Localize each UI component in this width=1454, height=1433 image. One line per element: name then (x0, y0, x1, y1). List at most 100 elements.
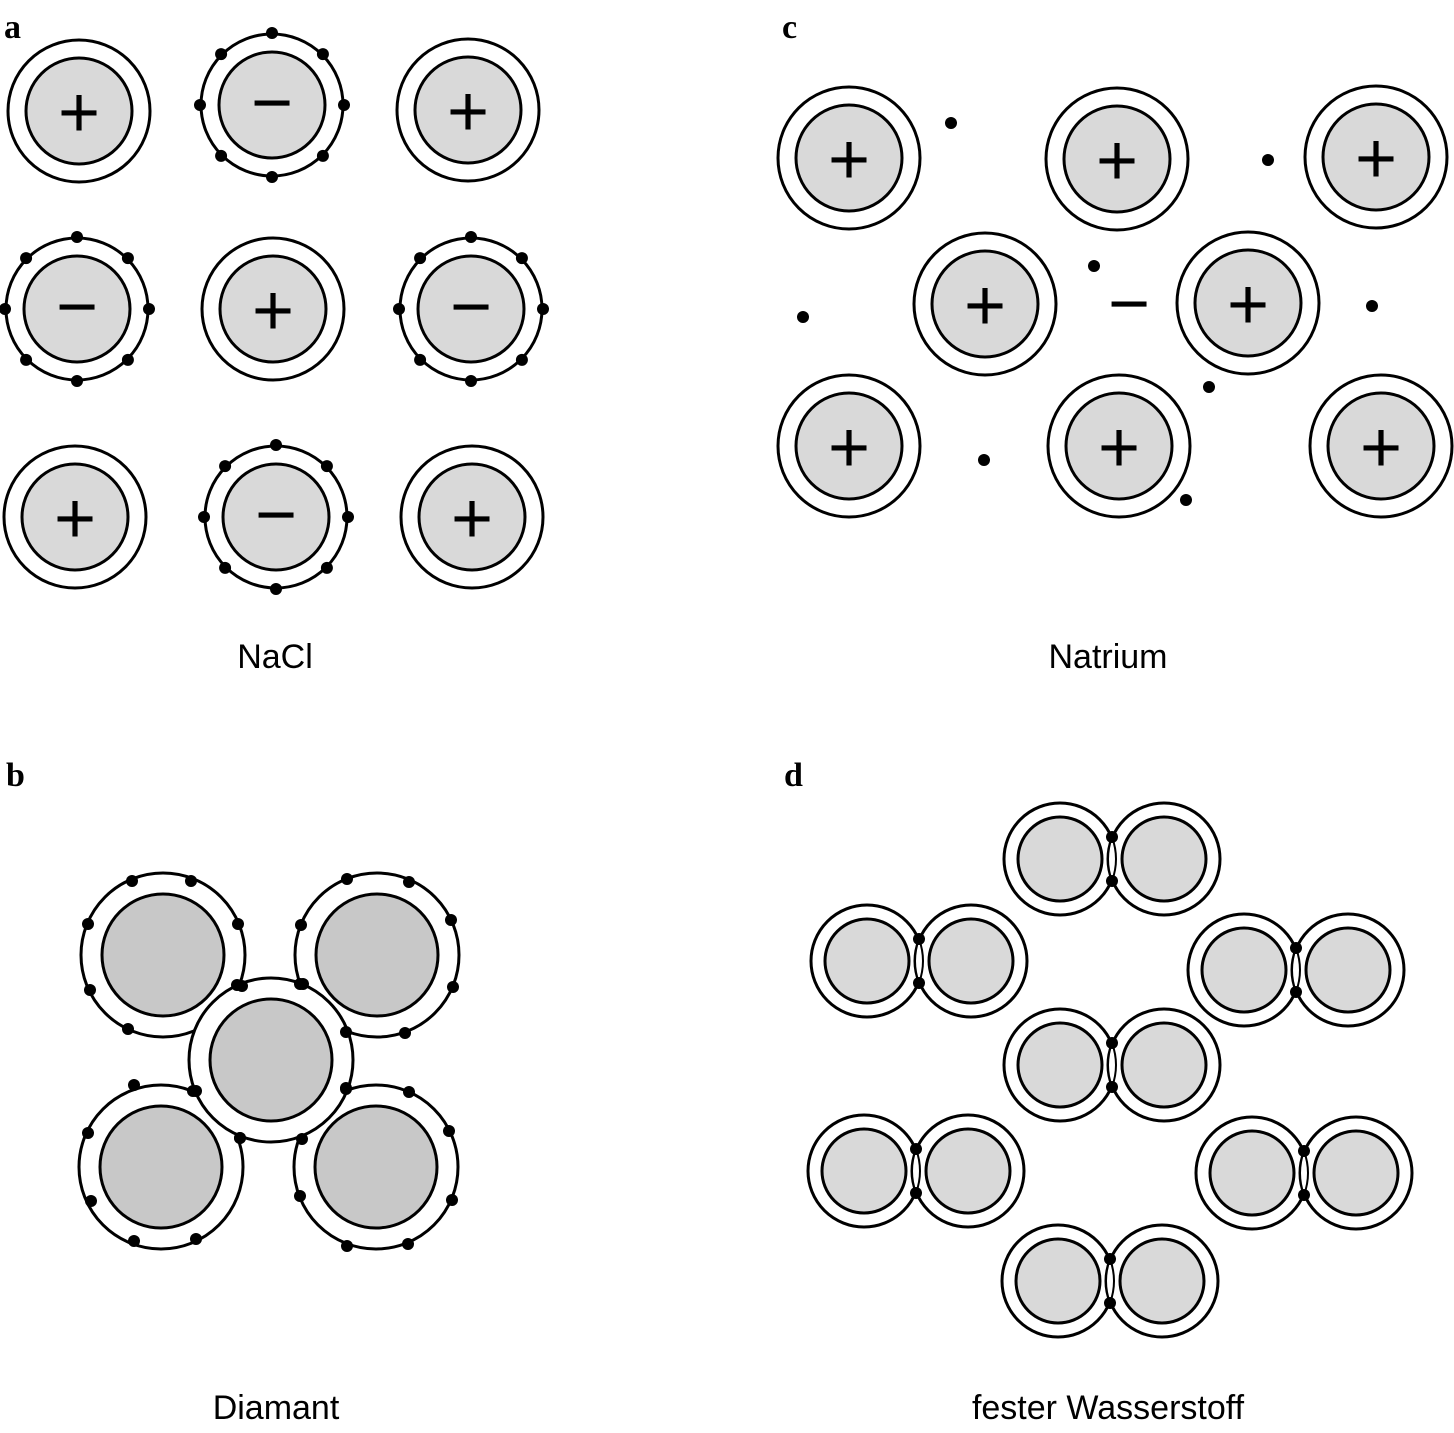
free-electron-dot (978, 454, 990, 466)
valence-electron-dot (414, 252, 427, 265)
hydrogen-atom-core (1016, 815, 1104, 903)
plus-sign: + (1355, 119, 1397, 199)
plus-sign: + (1098, 408, 1140, 488)
shared-electron-dot (1290, 986, 1302, 998)
hydrogen-molecule (1002, 1007, 1222, 1123)
hydrogen-atom-core (1120, 815, 1208, 903)
valence-electron-dot (266, 171, 278, 183)
ion-core (1321, 102, 1431, 212)
valence-electron-dot (71, 231, 83, 243)
caption-natrium: Natrium (1048, 638, 1167, 676)
valence-electron-dot (215, 149, 228, 162)
cation-sodium: + (399, 444, 545, 590)
ion-core (413, 55, 523, 165)
valence-electron-dot (215, 48, 228, 61)
cation-sodium: + (2, 444, 148, 590)
cation-sodium: + (200, 236, 346, 382)
valence-electron-dot (338, 99, 350, 111)
shared-electron-dot (1104, 1253, 1116, 1265)
ion-core (24, 56, 134, 166)
shared-electron-dot (910, 1143, 922, 1155)
valence-electron-dot (445, 914, 457, 926)
minus-sign: − (450, 267, 492, 347)
hydrogen-atom-core (927, 917, 1015, 1005)
hydrogen-molecule (1002, 801, 1222, 917)
ion-core (221, 462, 331, 572)
valence-electron-dot (121, 252, 134, 265)
valence-electron-dot (515, 252, 528, 265)
valence-electron-dot (341, 1240, 353, 1252)
valence-electron-dot (295, 919, 307, 931)
valence-electron-dot (320, 460, 333, 473)
minus-sign: − (56, 267, 98, 347)
valence-electron-dot (143, 303, 155, 315)
shared-electron-dot (1106, 1037, 1118, 1049)
bond-overlap (1299, 1148, 1309, 1198)
valence-electron-dot (446, 1194, 458, 1206)
hydrogen-molecule (806, 1113, 1026, 1229)
valence-electron-dot (82, 1127, 94, 1139)
shared-electron-dot (1290, 942, 1302, 954)
valence-electron-dot (465, 375, 477, 387)
hydrogen-atom-core (1208, 1129, 1296, 1217)
shared-electron-dot (234, 1132, 246, 1144)
carbon-atom-core (313, 1104, 439, 1230)
ion-core (794, 103, 904, 213)
valence-electron-dot (393, 303, 405, 315)
valence-electron-dot (399, 1027, 411, 1039)
shared-electron-dot (1106, 831, 1118, 843)
shared-electron-dot (1298, 1189, 1310, 1201)
valence-electron-dot (414, 353, 427, 366)
valence-electron-dot (0, 303, 11, 315)
hydrogen-atom-core (823, 917, 911, 1005)
free-electron-dot (1262, 154, 1274, 166)
panel-letter-a: a (4, 9, 21, 46)
ion-core (1193, 248, 1303, 358)
valence-electron-dot (121, 353, 134, 366)
hydrogen-molecule (1186, 912, 1406, 1028)
shared-electron-dot (913, 933, 925, 945)
plus-sign: + (58, 73, 100, 153)
valence-electron-dot (537, 303, 549, 315)
valence-electron-dot (185, 875, 197, 887)
ion-core (22, 254, 132, 364)
plus-sign: + (451, 479, 493, 559)
plus-sign: + (1096, 121, 1138, 201)
ion-core (20, 462, 130, 572)
free-electron-minus: − (1108, 264, 1150, 344)
panel-letter-c: c (782, 9, 797, 46)
ion-core (1064, 391, 1174, 501)
bond-overlap (1105, 1256, 1115, 1306)
shared-electron-dot (1106, 1081, 1118, 1093)
bond-overlap (1107, 1040, 1117, 1090)
sodium-cation: + (912, 231, 1058, 377)
valence-electron-dot (515, 353, 528, 366)
shared-electron-dot (1104, 1297, 1116, 1309)
anion-chloride: − (393, 231, 549, 387)
hydrogen-molecule (809, 903, 1029, 1019)
bond-overlap (914, 936, 924, 986)
shared-electron-dot (190, 1085, 202, 1097)
valence-electron-dot (270, 583, 282, 595)
sodium-cation: + (776, 85, 922, 231)
valence-electron-dot (219, 561, 232, 574)
hydrogen-atom-core (820, 1127, 908, 1215)
ion-core (794, 391, 904, 501)
valence-electron-dot (320, 561, 333, 574)
valence-electron-dot (84, 984, 96, 996)
hydrogen-atom-core (924, 1127, 1012, 1215)
ion-core (217, 50, 327, 160)
caption-nacl: NaCl (237, 638, 313, 676)
hydrogen-atom-core (1120, 1021, 1208, 1109)
shared-electron-dot (296, 1133, 308, 1145)
free-electron-dot (1088, 260, 1100, 272)
plus-sign: + (252, 271, 294, 351)
plus-sign: + (964, 266, 1006, 346)
valence-electron-dot (198, 511, 210, 523)
hydrogen-atom-core (1200, 926, 1288, 1014)
valence-electron-dot (126, 875, 138, 887)
hydrogen-atom-core (1014, 1237, 1102, 1325)
valence-electron-dot (71, 375, 83, 387)
valence-electron-dot (465, 231, 477, 243)
caption-fester-wasserstoff: fester Wasserstoff (972, 1389, 1245, 1427)
